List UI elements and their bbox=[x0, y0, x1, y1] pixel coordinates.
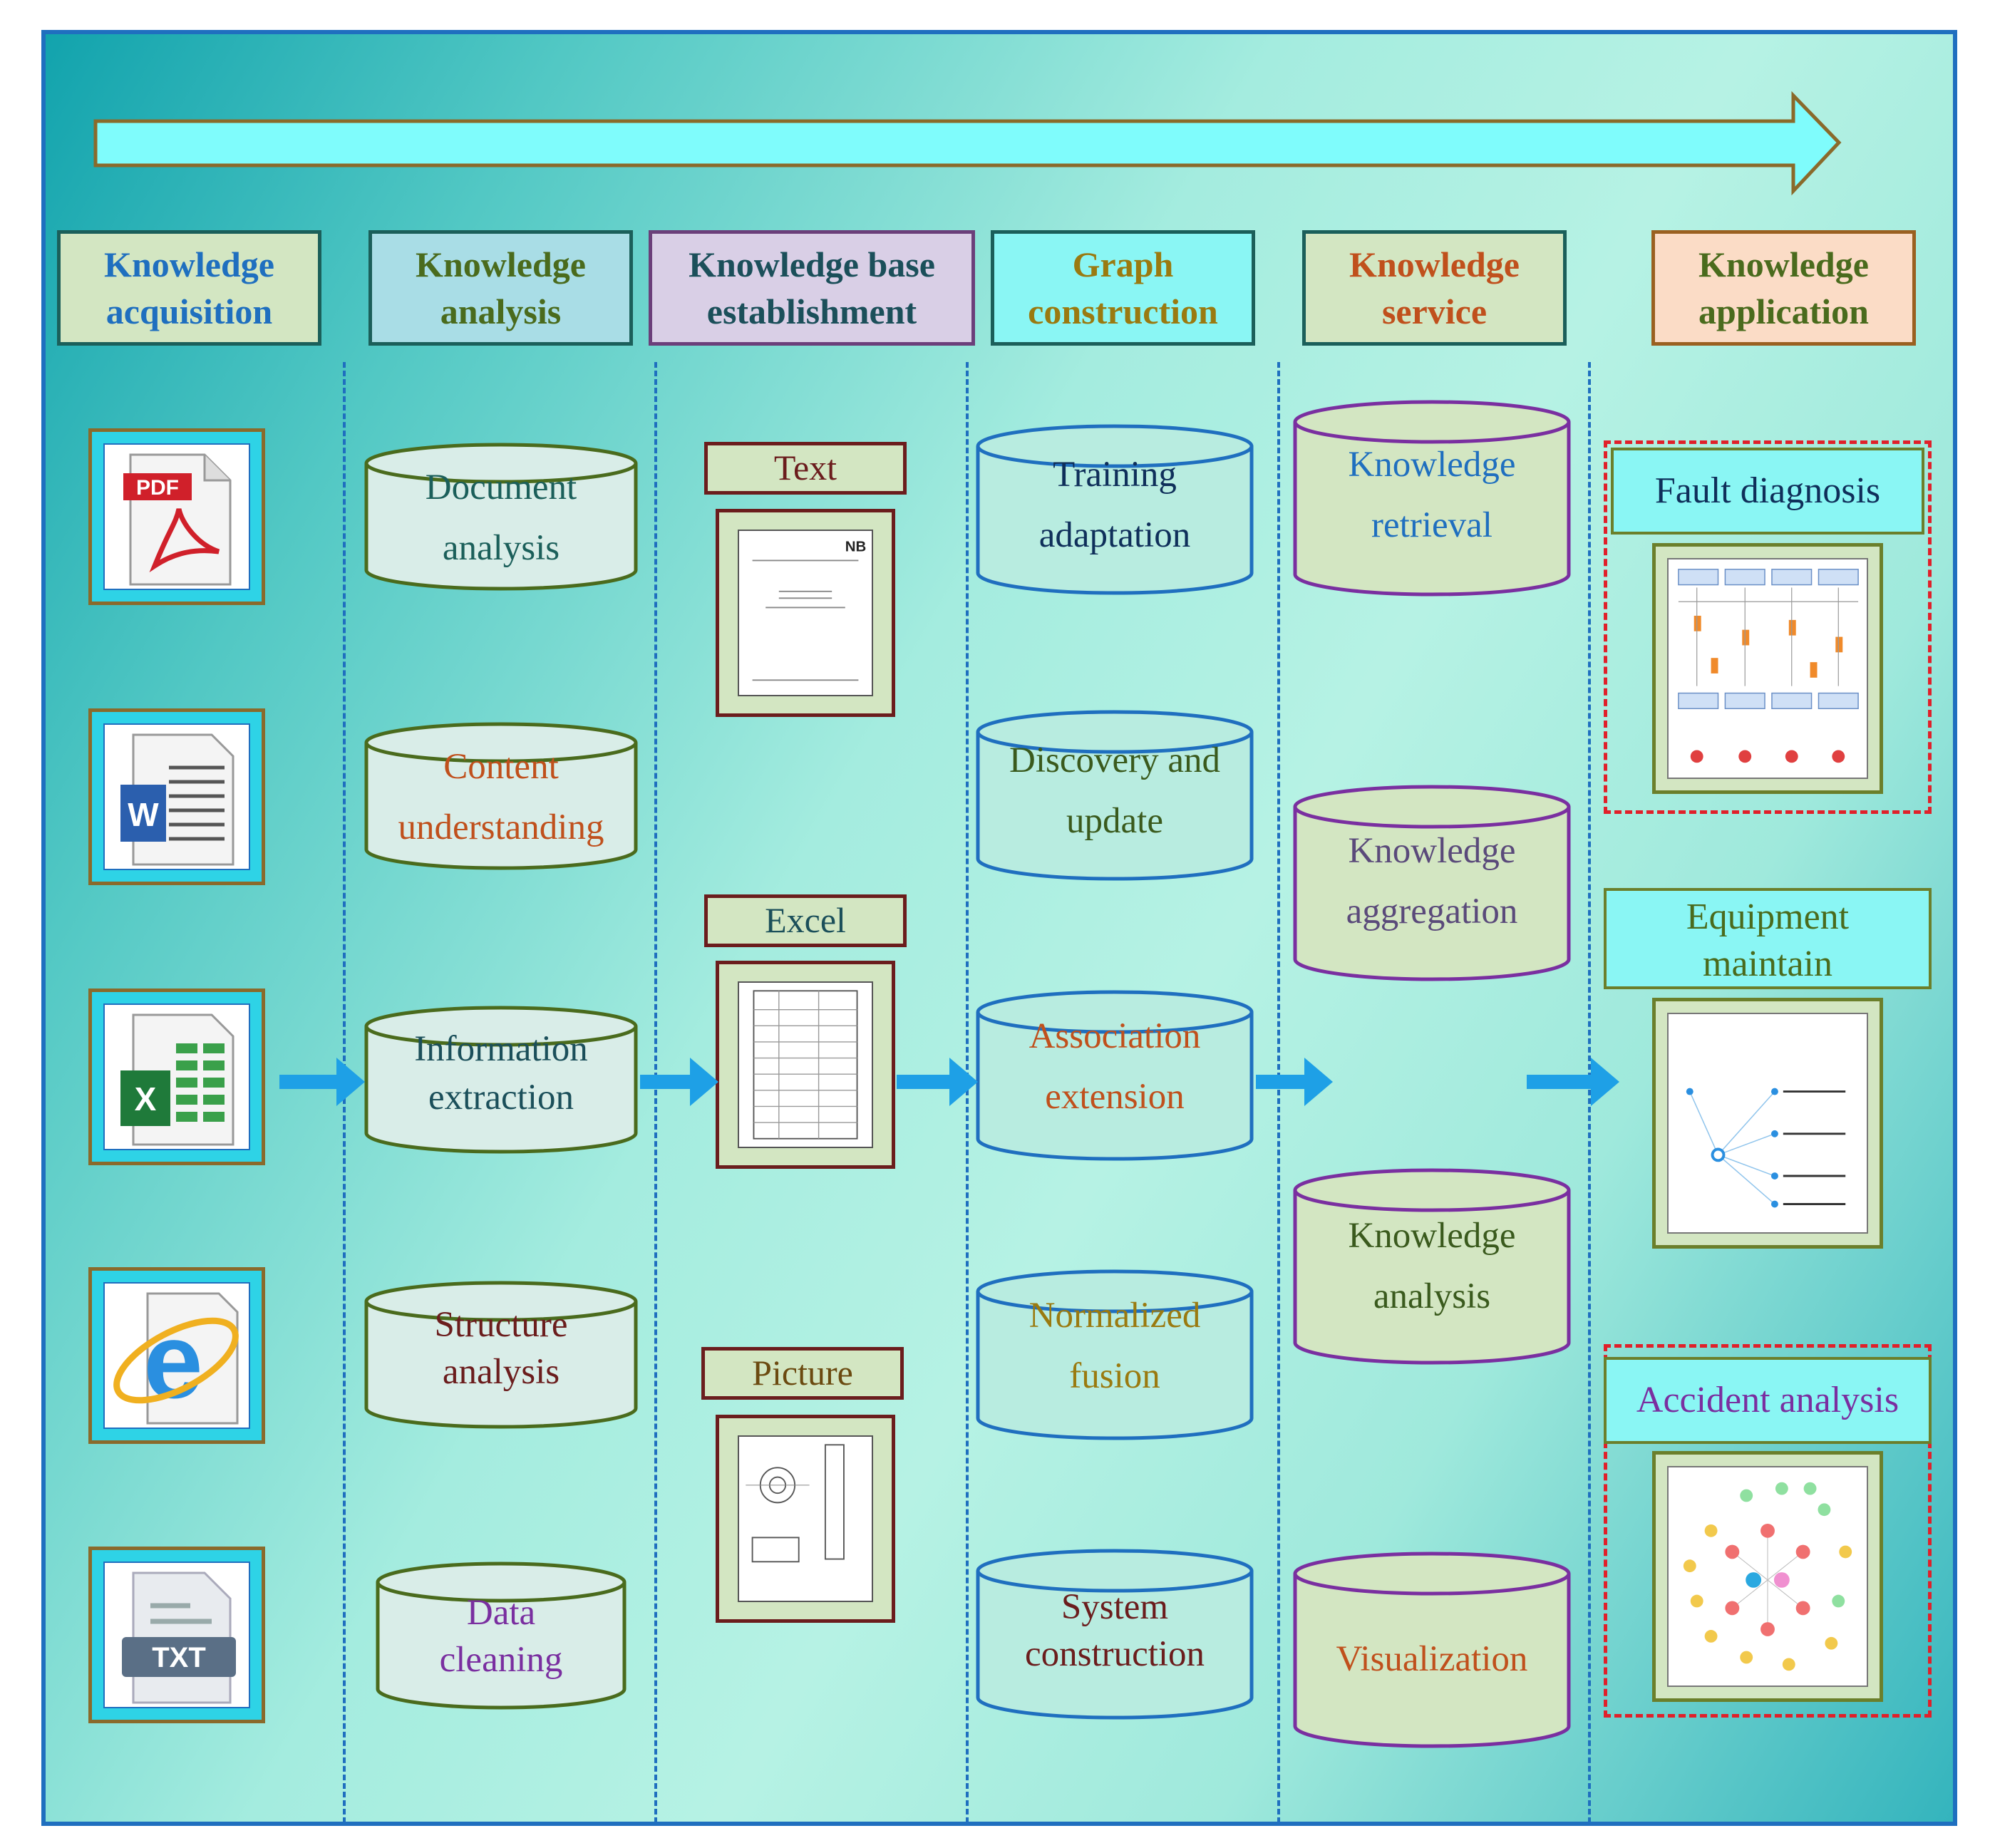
cylinder-content-understanding: Content understanding bbox=[364, 721, 639, 871]
excel-table-thumbnail bbox=[716, 961, 895, 1169]
cylinder-association-extension: Association extension bbox=[975, 989, 1254, 1163]
stage-header-acquisition: Knowledge acquisition bbox=[57, 230, 321, 346]
excel-badge-text: X bbox=[135, 1080, 157, 1117]
kb-tag-text: Text bbox=[704, 442, 907, 495]
cylinder-knowledge-retrieval: Knowledge retrieval bbox=[1292, 399, 1572, 599]
accident-analysis-highlight bbox=[1604, 1344, 1932, 1718]
cylinder-knowledge-aggregation: Knowledge aggregation bbox=[1292, 784, 1572, 984]
stage-header-application: Knowledge application bbox=[1651, 230, 1916, 346]
ie-file-icon: e bbox=[88, 1267, 265, 1444]
stage-header-graph-construction: Graph construction bbox=[991, 230, 1255, 346]
txt-file-icon: TXT bbox=[88, 1547, 265, 1723]
stage-header-kb-establishment: Knowledge base establishment bbox=[649, 230, 975, 346]
cylinder-structure-analysis: Structure analysis bbox=[364, 1280, 639, 1430]
cylinder-label: Normalized fusion bbox=[1028, 1296, 1201, 1396]
fault-diagnosis-highlight bbox=[1604, 440, 1932, 814]
word-badge-text: W bbox=[128, 796, 159, 833]
cylinder-discovery-update: Discovery and update bbox=[975, 709, 1254, 883]
cylinder-label: Knowledge aggregation bbox=[1346, 831, 1518, 931]
column-separator bbox=[1277, 362, 1280, 1823]
txt-badge-text: TXT bbox=[152, 1642, 206, 1673]
cylinder-data-cleaning: Data cleaning bbox=[375, 1561, 627, 1710]
cylinder-label: Visualization bbox=[1336, 1639, 1528, 1679]
svg-text:NB: NB bbox=[845, 538, 867, 554]
kb-tag-picture: Picture bbox=[701, 1347, 904, 1400]
cylinder-label: Structure analysis bbox=[434, 1305, 568, 1392]
column-separator bbox=[966, 362, 969, 1823]
cylinder-label: Discovery and update bbox=[1009, 740, 1220, 841]
cylinder-label: Data cleaning bbox=[439, 1593, 563, 1680]
cylinder-label: System construction bbox=[1024, 1587, 1205, 1674]
pdf-file-icon: PDF bbox=[88, 428, 265, 605]
ie-badge-text: e bbox=[143, 1301, 202, 1420]
stage-header-service: Knowledge service bbox=[1302, 230, 1567, 346]
flow-arrow-4 bbox=[1256, 1058, 1333, 1106]
app-tag-accident-analysis: Accident analysis bbox=[1604, 1357, 1932, 1444]
cylinder-label: Association extension bbox=[1028, 1016, 1201, 1117]
process-direction-arrow bbox=[93, 91, 1842, 196]
cylinder-label: Information extraction bbox=[414, 1029, 588, 1117]
picture-drawing-thumbnail bbox=[716, 1415, 895, 1623]
word-file-icon: W bbox=[88, 708, 265, 885]
cylinder-label: Knowledge retrieval bbox=[1348, 445, 1516, 545]
excel-file-icon: X bbox=[88, 988, 265, 1165]
cylinder-information-extraction: Information extraction bbox=[364, 1005, 639, 1155]
equipment-maintain-thumbnail bbox=[1652, 998, 1883, 1249]
flow-arrow-2 bbox=[640, 1058, 718, 1106]
text-document-thumbnail: NB bbox=[716, 509, 895, 717]
kb-tag-excel: Excel bbox=[704, 894, 907, 947]
pdf-badge-text: PDF bbox=[136, 476, 179, 500]
app-tag-equipment-maintain: Equipment maintain bbox=[1604, 888, 1932, 989]
accident-analysis-thumbnail bbox=[1652, 1451, 1883, 1702]
app-tag-fault-diagnosis: Fault diagnosis bbox=[1611, 448, 1924, 535]
cylinder-label: Knowledge analysis bbox=[1348, 1216, 1516, 1316]
column-separator bbox=[1588, 362, 1591, 1823]
cylinder-label: Content understanding bbox=[398, 747, 604, 847]
cylinder-label: Training adaptation bbox=[1038, 455, 1191, 555]
cylinder-label: Document analysis bbox=[425, 468, 577, 568]
cylinder-knowledge-analysis: Knowledge analysis bbox=[1292, 1167, 1572, 1367]
fault-diagnosis-thumbnail bbox=[1652, 543, 1883, 794]
cylinder-training-adaptation: Training adaptation bbox=[975, 423, 1254, 597]
cylinder-document-analysis: Document analysis bbox=[364, 442, 639, 592]
flow-arrow-3 bbox=[897, 1058, 978, 1106]
cylinder-visualization: Visualization bbox=[1292, 1551, 1572, 1750]
stage-header-analysis: Knowledge analysis bbox=[368, 230, 633, 346]
cylinder-system-construction: System construction bbox=[975, 1548, 1254, 1722]
flow-arrow-5 bbox=[1527, 1058, 1619, 1106]
column-separator bbox=[654, 362, 657, 1823]
cylinder-normalized-fusion: Normalized fusion bbox=[975, 1269, 1254, 1442]
flow-arrow-1 bbox=[279, 1058, 365, 1106]
